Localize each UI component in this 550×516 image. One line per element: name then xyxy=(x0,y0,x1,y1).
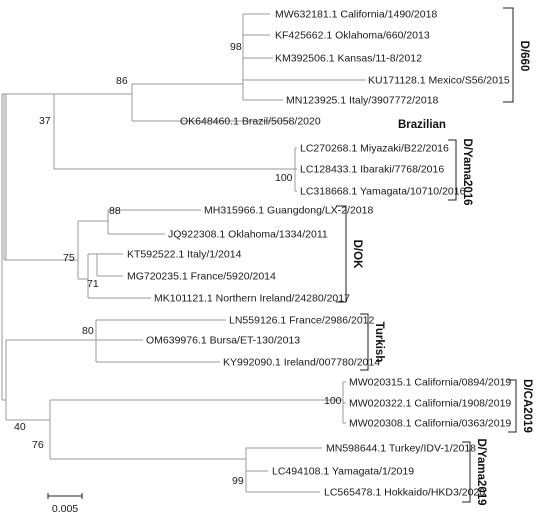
taxon-label: LC565478.1 Hokkaido/HKD3/2020 xyxy=(324,487,485,499)
taxon-label: LC270268.1 Miyazaki/B22/2016 xyxy=(300,143,449,155)
clade-annotations: D/660 Brazilian D/Yama2016 D/OK Turkish … xyxy=(336,7,533,506)
taxon-label: KU171128.1 Mexico/S56/2015 xyxy=(368,75,510,87)
taxon-label: OK648460.1 Brazil/5058/2020 xyxy=(180,116,321,128)
bootstrap-value: 76 xyxy=(32,439,44,451)
clade-bracket-turkish xyxy=(360,313,369,371)
bootstrap-value: 99 xyxy=(232,475,244,487)
taxon-label: LN559126.1 France/2986/2012 xyxy=(229,315,375,327)
taxon-labels: MW632181.1 California/1490/2018 KF425662… xyxy=(127,9,511,499)
bootstrap-value: 75 xyxy=(63,252,75,264)
taxon-label: KM392506.1 Kansas/11-8/2012 xyxy=(275,53,422,65)
clade-bracket-dca2019 xyxy=(508,379,517,433)
bootstrap-value: 40 xyxy=(14,421,26,433)
bootstrap-value: 100 xyxy=(275,172,293,184)
scale-bar: 0.005 xyxy=(47,493,83,515)
clade-label-yama2019: D/Yama2019 xyxy=(475,438,487,505)
clade-label-dok: D/OK xyxy=(351,240,363,269)
bootstrap-value: 37 xyxy=(39,115,51,127)
bootstrap-value: 88 xyxy=(109,205,121,217)
taxon-label: MH315966.1 Guangdong/LX-2/2018 xyxy=(204,205,373,217)
bootstrap-value: 71 xyxy=(87,278,99,290)
taxon-label: OM639976.1 Bursa/ET-130/2013 xyxy=(146,335,300,347)
taxon-label: JQ922308.1 Oklahoma/1334/2011 xyxy=(168,229,328,241)
taxon-label: LC494108.1 Yamagata/1/2019 xyxy=(272,466,414,478)
taxon-label: KT592522.1 Italy/1/2014 xyxy=(127,249,242,261)
clade-bracket-d660 xyxy=(503,7,514,103)
taxon-label: LC318668.1 Yamagata/10710/2016 xyxy=(300,186,466,198)
bootstrap-values: 98 86 37 100 88 75 71 80 100 40 76 99 xyxy=(14,41,342,487)
taxon-label: LC128433.1 Ibaraki/7768/2016 xyxy=(300,164,444,176)
tree-branches xyxy=(1,13,366,493)
clade-label-dca2019: D/CA2019 xyxy=(521,379,533,433)
clade-bracket-yama2016 xyxy=(448,139,457,201)
taxon-label: MN598644.1 Turkey/IDV-1/2018 xyxy=(326,443,476,455)
taxon-label: MW020322.1 California/1908/2019 xyxy=(349,398,511,410)
bootstrap-value: 86 xyxy=(116,75,128,87)
taxon-label: KF425662.1 Oklahoma/660/2013 xyxy=(275,30,430,42)
clade-label-turkish: Turkish xyxy=(373,322,385,363)
taxon-label: KY992090.1 Ireland/007780/2014 xyxy=(223,357,380,369)
clade-label-d660: D/660 xyxy=(518,41,530,72)
taxon-label: MW020308.1 California/0363/2019 xyxy=(349,418,511,430)
taxon-label: MW632181.1 California/1490/2018 xyxy=(275,9,437,21)
scale-bar-label: 0.005 xyxy=(52,503,78,515)
bootstrap-value: 100 xyxy=(324,395,342,407)
taxon-label: MK101121.1 Northern Ireland/24280/2017 xyxy=(154,293,350,305)
clade-label-yama2016: D/Yama2016 xyxy=(461,138,473,205)
bootstrap-value: 80 xyxy=(82,325,94,337)
taxon-label: MG720235.1 France/5920/2014 xyxy=(127,271,276,283)
bootstrap-value: 98 xyxy=(230,41,242,53)
clade-bracket-dok xyxy=(336,205,347,303)
clade-label-brazilian: Brazilian xyxy=(398,119,446,131)
clade-bracket-yama2019 xyxy=(462,441,471,503)
taxon-label: MW020315.1 California/0894/2019 xyxy=(349,377,511,389)
taxon-label: MN123925.1 Italy/3907772/2018 xyxy=(286,95,439,107)
